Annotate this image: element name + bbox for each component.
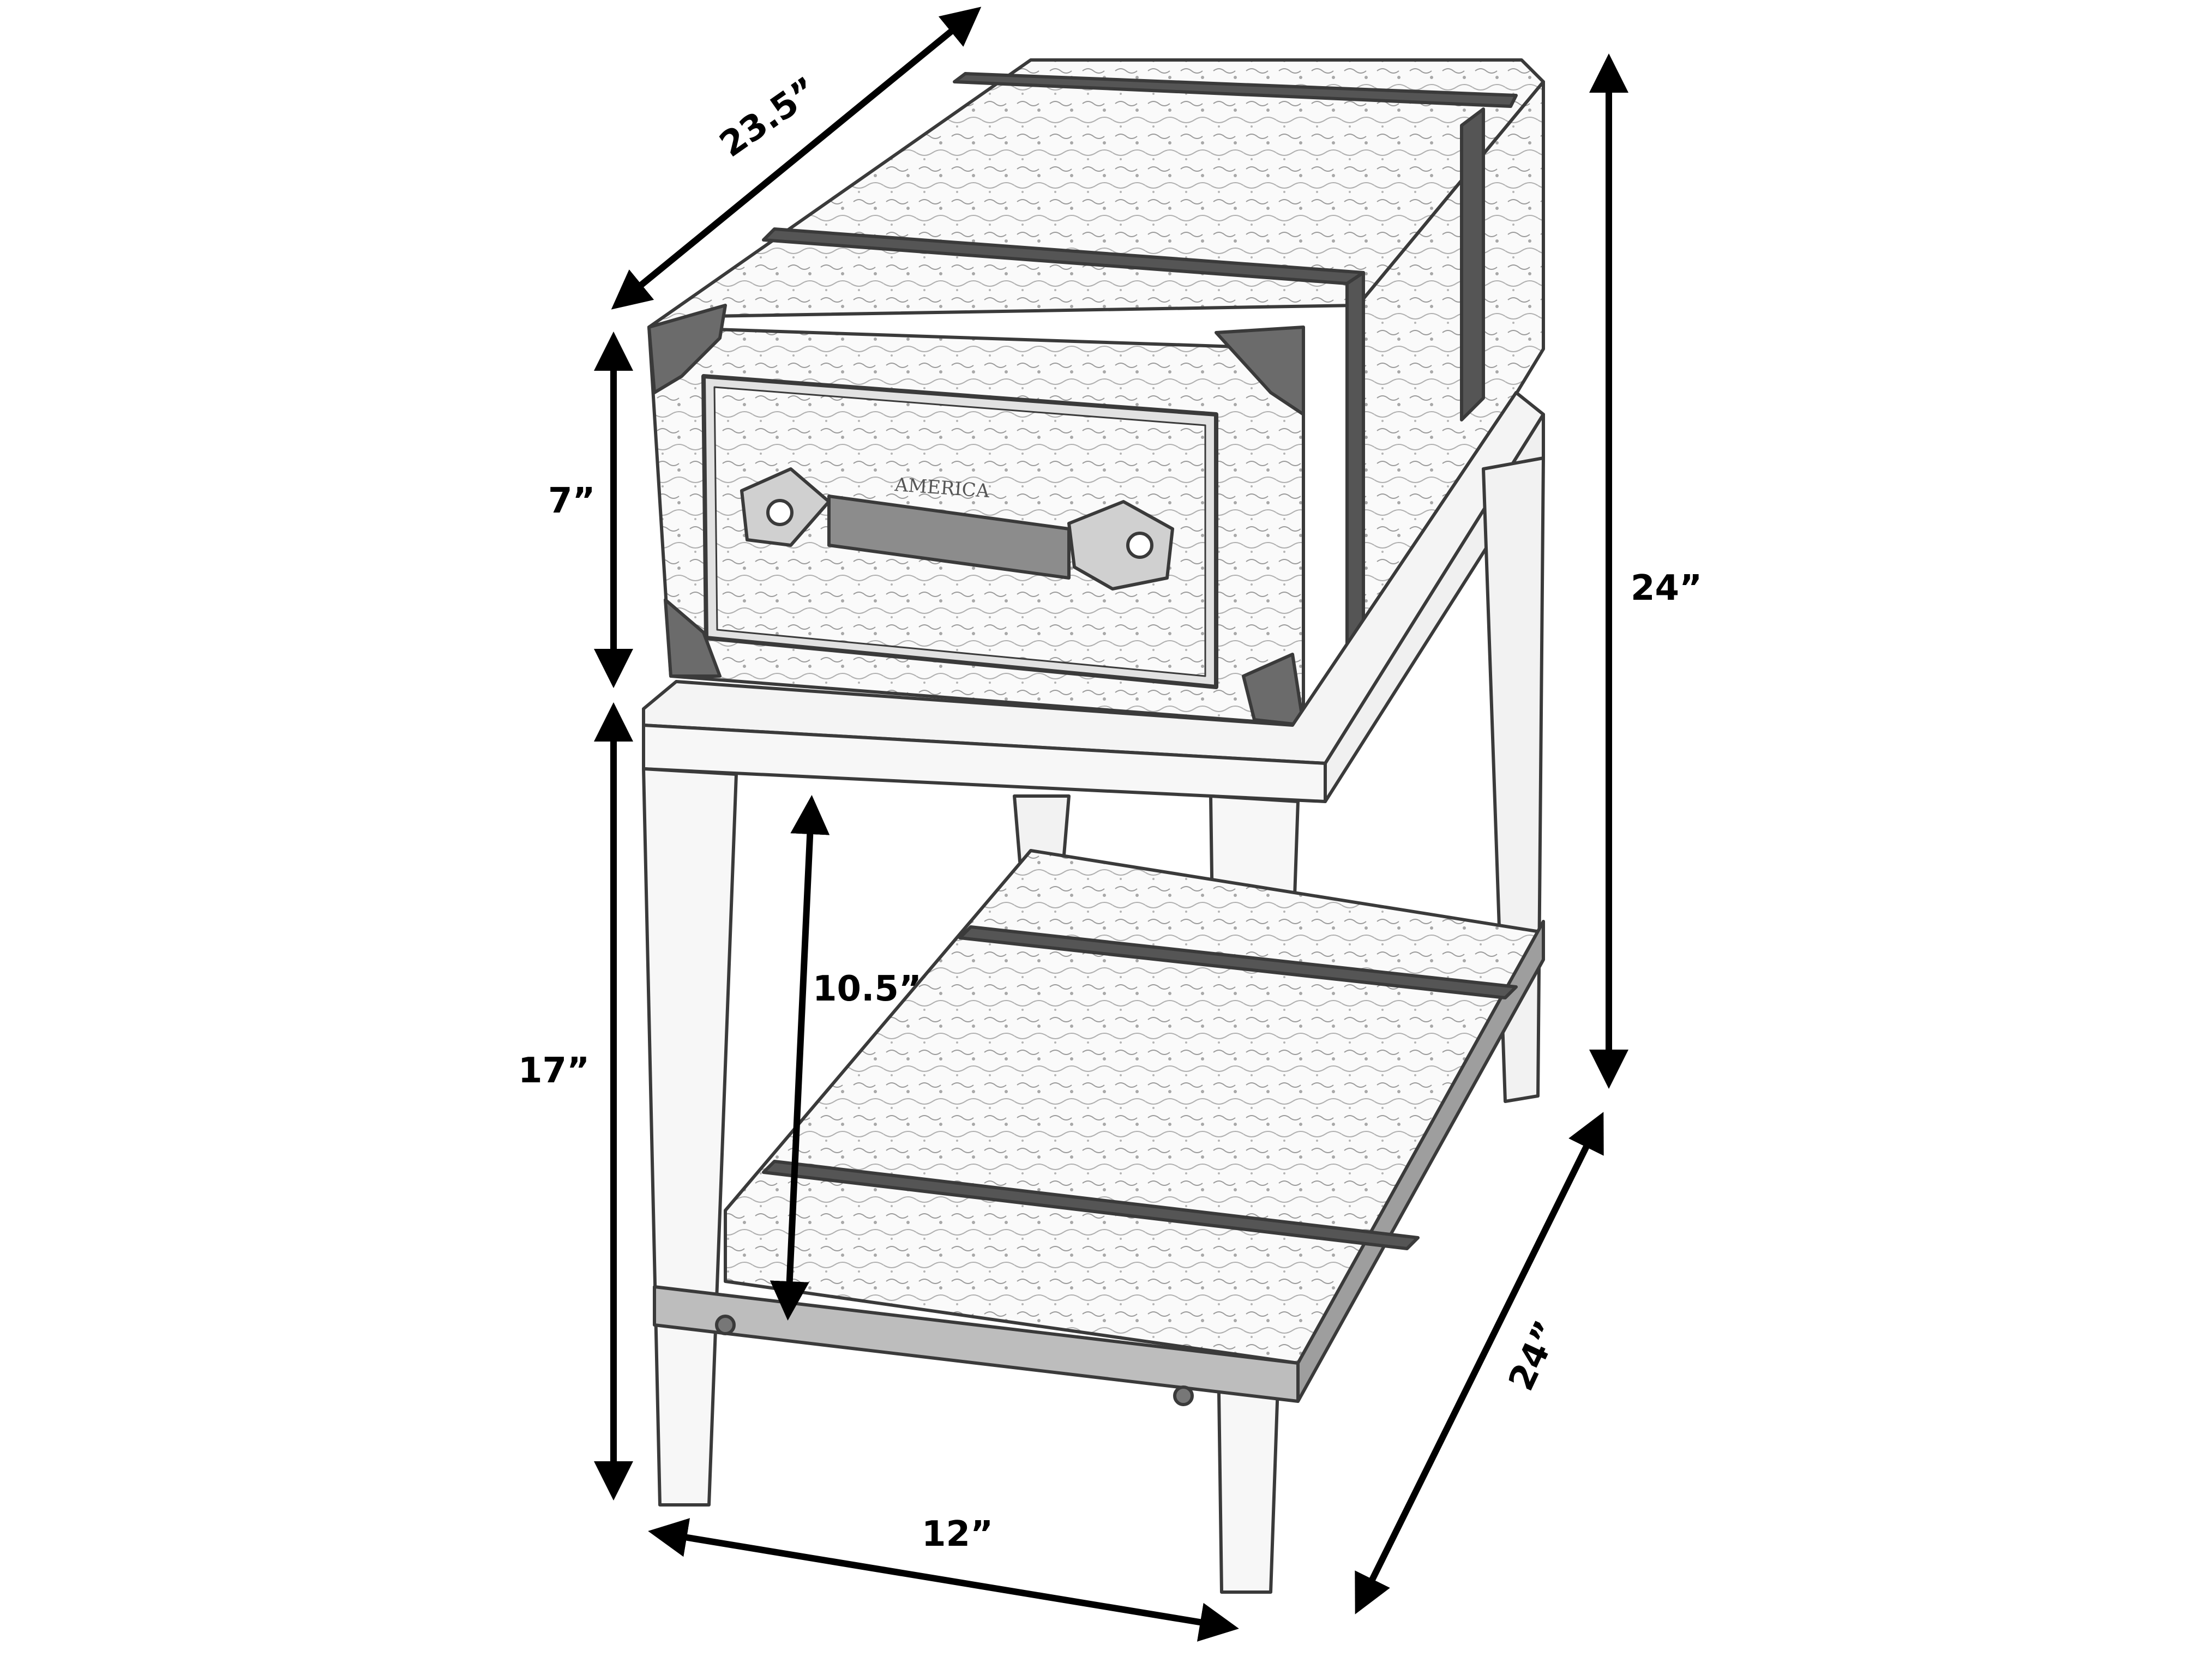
arrow-depth: [1355, 1112, 1604, 1614]
side-table-illustration: [642, 58, 1545, 1594]
drawer-handle: [740, 467, 1174, 591]
label-drawer-height: 7”: [548, 481, 596, 521]
label-width: 12”: [922, 1514, 993, 1554]
arrow-top-depth: [611, 7, 982, 310]
label-base-height: 17”: [518, 1051, 590, 1091]
arrow-shelf-clearance: [770, 795, 830, 1321]
corner-bracket-tr: [1215, 326, 1305, 416]
shelf-bolt-right: [1173, 1385, 1194, 1406]
label-total-height: 24”: [1631, 568, 1702, 608]
dimension-arrows: [594, 7, 1628, 1642]
label-depth: 24”: [1501, 1315, 1567, 1397]
shelf-strap-2: [958, 925, 1518, 999]
shelf-bolt-left: [715, 1315, 736, 1335]
corner-bracket-bl: [664, 598, 722, 678]
lower-shelf: [724, 849, 1545, 1365]
side-strap-2: [1460, 107, 1485, 421]
leg-front-left: [642, 767, 738, 1507]
arrow-width: [648, 1518, 1239, 1642]
side-strap-1: [1345, 271, 1365, 656]
label-shelf-clearance: 10.5”: [813, 969, 922, 1009]
